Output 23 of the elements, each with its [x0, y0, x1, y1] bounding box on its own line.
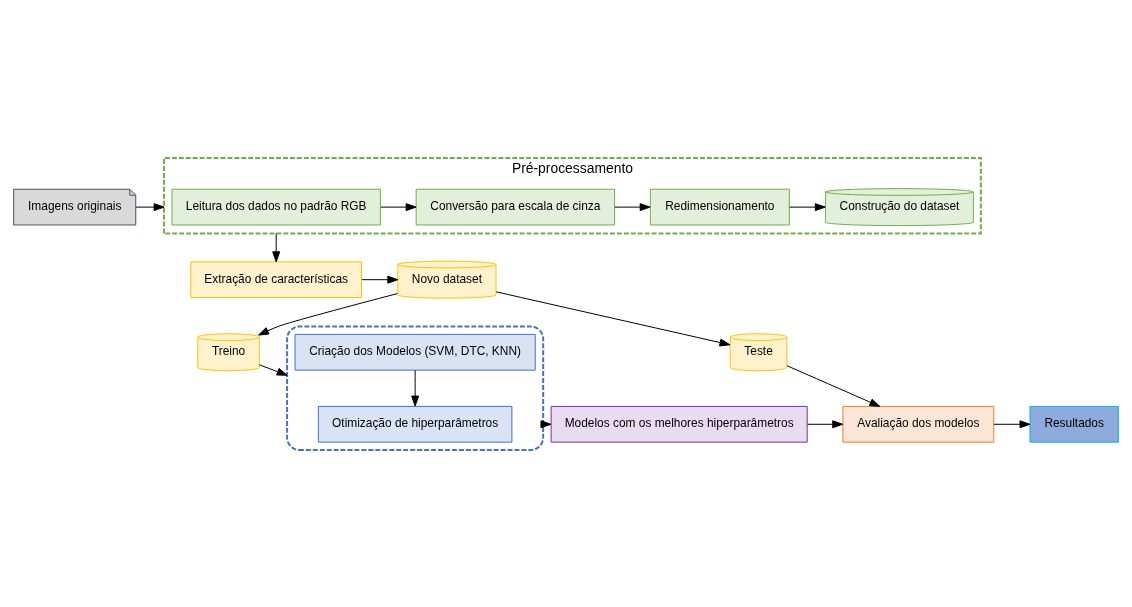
- arrow: [495, 290, 731, 346]
- node-box: Avaliação dos modelos: [842, 405, 995, 443]
- node-box: Criação dos Modelos (SVM, DTC, KNN): [294, 333, 536, 371]
- arrow: [258, 363, 288, 376]
- arrow: [258, 292, 398, 336]
- node-box: Conversão para escala de cinza: [415, 188, 616, 225]
- arrow: [411, 369, 420, 406]
- arrow: [272, 232, 281, 262]
- arrow: [786, 364, 881, 407]
- arrow: [807, 419, 844, 428]
- arrow: [789, 202, 826, 211]
- node-box: Modelos com os melhores hiperparâmetros: [550, 405, 808, 443]
- node-box: Otimização de hiperparâmetros: [317, 405, 513, 443]
- cluster: [286, 324, 545, 451]
- node-box: Redimensionamento: [649, 188, 790, 225]
- arrow: [993, 419, 1031, 428]
- node-box: Leitura dos dados no padrão RGB: [171, 188, 381, 225]
- arrow: [380, 202, 417, 211]
- node-box: Resultados: [1029, 405, 1119, 443]
- arrow: [614, 202, 651, 211]
- node-box: Extração de características: [190, 260, 363, 298]
- arrow: [361, 275, 399, 284]
- arrow: [135, 202, 165, 211]
